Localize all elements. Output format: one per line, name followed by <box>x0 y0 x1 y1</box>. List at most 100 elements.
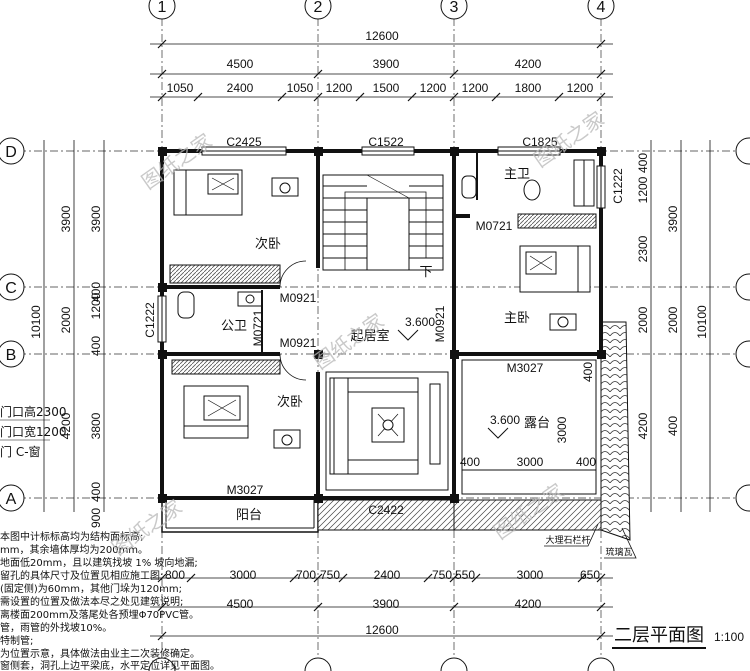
door-code-m0721-a: M0721 <box>251 309 265 346</box>
canopy-tile-roof <box>453 499 602 531</box>
door-code-m0721-b: M0721 <box>476 219 513 233</box>
stair-down-label: 下 <box>419 265 432 280</box>
dim-right-span: 2000 <box>666 306 680 333</box>
room-label-bed2-bottom: 次卧 <box>277 394 303 410</box>
dim-right-detail: 2000 <box>636 306 650 333</box>
svg-text:(固定侧)为60mm，其他门垛为120mm;: (固定侧)为60mm，其他门垛为120mm; <box>0 582 182 595</box>
room-label-living: 起居室 <box>350 328 389 344</box>
axis-bubble-D-left: D <box>0 137 25 165</box>
dim-left-detail: 3900 <box>89 205 103 232</box>
dim-top-detail: 1800 <box>515 81 542 95</box>
dim-left-detail: 400 <box>89 482 103 502</box>
dim-bottom-total: 12600 <box>365 623 399 637</box>
dim-bottom-span-3: 4200 <box>515 597 542 611</box>
window-code-c1825: C1825 <box>522 135 558 149</box>
room-label-master-bed: 主卧 <box>504 311 530 326</box>
window-code-c1222-left: C1222 <box>143 302 157 338</box>
door-code-m0921-a: M0921 <box>280 291 317 305</box>
axis-bubble-4-top: 4 <box>587 0 615 20</box>
dim-bottom-detail: 700 <box>296 568 316 582</box>
dim-top-detail: 2400 <box>227 81 254 95</box>
svg-text:D: D <box>5 144 17 161</box>
glazed-tile-roof <box>600 321 631 541</box>
dim-top-span-3: 4200 <box>515 57 542 71</box>
dim-bottom-span-2: 3900 <box>373 597 400 611</box>
left-legend: 门口高2300 门口宽1200 门 C-窗 <box>0 404 67 459</box>
windows <box>157 146 606 343</box>
level-terrace: 3.600 <box>490 413 520 427</box>
dim-bottom-detail: 3000 <box>230 568 257 582</box>
door-swing <box>279 353 307 381</box>
svg-text:地面低20mm，且以建筑找坡 1% 坡向地漏;: 地面低20mm，且以建筑找坡 1% 坡向地漏; <box>0 556 198 569</box>
dim-top-detail: 1200 <box>567 81 594 95</box>
door-code-m3027-b: M3027 <box>507 361 544 375</box>
window-code-c2425: C2425 <box>226 135 262 149</box>
room-label-public-bath: 公卫 <box>221 319 247 334</box>
dim-top-detail: 1200 <box>326 81 353 95</box>
svg-text:离楼面200mm及落尾处各预埋Φ70PVC管。: 离楼面200mm及落尾处各预埋Φ70PVC管。 <box>0 608 199 621</box>
living-furniture <box>325 371 449 491</box>
dim-left-span: 3900 <box>59 205 73 232</box>
svg-text:留孔的具体尺寸及位置见相应施工图;: 留孔的具体尺寸及位置见相应施工图; <box>0 569 163 582</box>
svg-text:门口宽1200: 门口宽1200 <box>0 424 67 439</box>
dim-top-total: 12600 <box>365 29 399 43</box>
dim-bottom-detail: 2400 <box>374 568 401 582</box>
dim-right-detail: 1200 <box>636 176 650 203</box>
dim-bottom-span-1: 4500 <box>227 597 254 611</box>
callout-leaders <box>544 523 637 559</box>
master-bed-furniture <box>517 213 597 331</box>
svg-text:为位置示意，具体做法由业主二次装修确定。: 为位置示意，具体做法由业主二次装修确定。 <box>0 647 200 660</box>
dim-left-detail: 400 <box>89 336 103 356</box>
svg-text:门口高2300: 门口高2300 <box>0 404 67 419</box>
svg-text:2: 2 <box>314 0 323 16</box>
dim-terrace-400: 400 <box>460 455 480 469</box>
balcony-slab <box>161 497 319 533</box>
structural-columns <box>158 147 606 503</box>
terrace-outline <box>461 359 597 495</box>
room-label-master-bath: 主卫 <box>504 167 530 182</box>
dim-right-detail: 2300 <box>636 235 650 262</box>
axis-bubble-3-top: 3 <box>440 0 468 20</box>
dim-bottom-detail: 650 <box>580 568 600 582</box>
canopy-tile-roof <box>317 499 455 531</box>
plan-scale: 1:100 <box>714 630 744 644</box>
room-label-terrace: 露台 <box>524 416 550 431</box>
axis-bubble-B-left: B <box>0 340 25 368</box>
dim-left-span: 4200 <box>59 412 73 439</box>
level-marker <box>397 329 419 341</box>
svg-text:本图中计标标高均为结构面标高;: 本图中计标标高均为结构面标高; <box>0 530 143 543</box>
dim-right-span: 3900 <box>666 205 680 232</box>
dim-left-detail: 3800 <box>89 412 103 439</box>
bed2-top-furniture <box>169 169 299 284</box>
room-label-bed2-top: 次卧 <box>255 236 281 252</box>
svg-text:需设置的位置及做法本尽之处见建筑说明;: 需设置的位置及做法本尽之处见建筑说明; <box>0 595 183 608</box>
dim-left-total: 10100 <box>29 305 43 339</box>
dim-terrace-400: 400 <box>576 455 596 469</box>
axis-bubble-B-right <box>735 340 750 368</box>
callout-marble-rail: 大理石栏杆 <box>545 534 590 546</box>
dim-left-detail: 900 <box>89 508 103 528</box>
axis-bubble-4-bottom <box>587 657 615 671</box>
bed2-bottom-furniture <box>171 359 301 449</box>
door-code-m3027-a: M3027 <box>227 483 264 497</box>
svg-text:门 C-窗: 门 C-窗 <box>0 444 41 459</box>
svg-text:1: 1 <box>158 0 167 16</box>
svg-text:管，雨管的外找坡10%。: 管，雨管的外找坡10%。 <box>0 621 112 634</box>
plan-title: 二层平面图 <box>614 625 704 646</box>
dim-top-detail: 1050 <box>287 81 314 95</box>
dim-bottom-detail: 3000 <box>517 568 544 582</box>
dim-top-span-1: 4500 <box>227 57 254 71</box>
public-bath-fixtures <box>177 290 263 352</box>
window-code-c2422: C2422 <box>368 503 404 517</box>
axis-bubble-2-top: 2 <box>304 0 332 20</box>
dim-top-span-2: 3900 <box>373 57 400 71</box>
window-code-c1222-right: C1222 <box>611 168 625 204</box>
dim-bottom-detail: 550 <box>455 568 475 582</box>
dim-right-detail: 400 <box>636 153 650 173</box>
svg-text:mm，其余墙体厚均为200mm。: mm，其余墙体厚均为200mm。 <box>0 543 148 556</box>
dim-top-detail: 1200 <box>462 81 489 95</box>
dim-bottom-detail: 750 <box>432 568 452 582</box>
dim-left-detail: 400 <box>89 282 103 302</box>
